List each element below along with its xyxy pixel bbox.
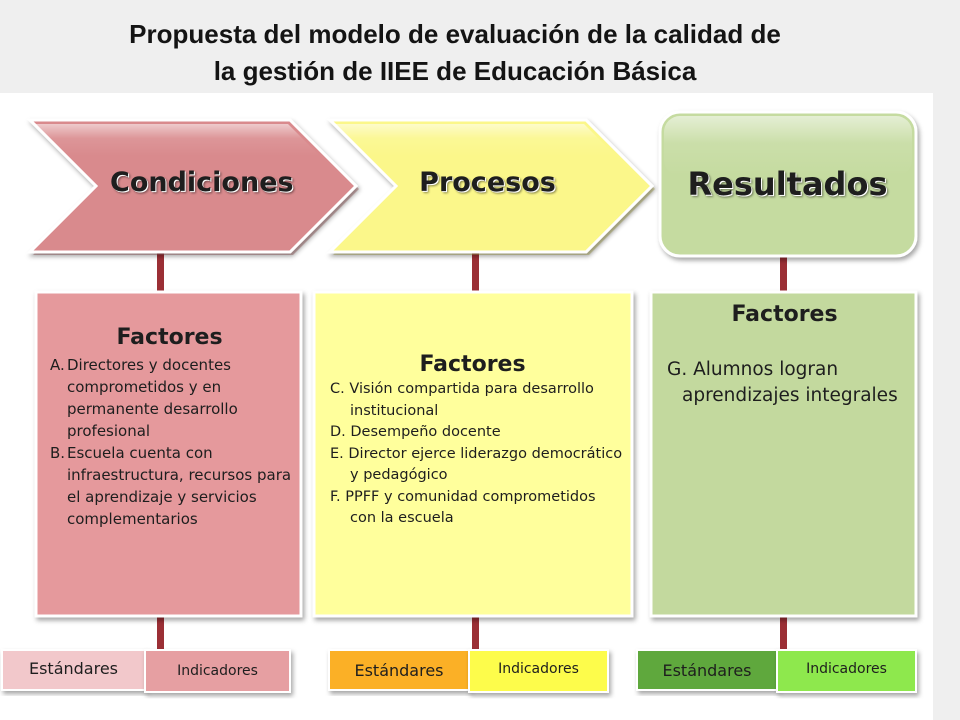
factor-item: G. Alumnos logran aprendizajes integrale… — [667, 359, 898, 406]
standards-tab-procesos — [328, 649, 470, 691]
panel-resultados-content: Factores G. Alumnos logran aprendizajes … — [657, 302, 912, 409]
connector-condiciones-top — [157, 248, 164, 294]
standards-tab-resultados — [636, 649, 778, 691]
right-margin-band — [933, 93, 960, 720]
factor-list: C. Visión compartida para desarrollo ins… — [320, 379, 625, 530]
factor-item: F. PPFF y comunidad comprometidos con la… — [330, 488, 596, 527]
connector-resultados-top — [780, 256, 787, 294]
indicators-label-resultados: Indicadores — [806, 661, 887, 677]
box-resultados — [658, 110, 918, 258]
standards-label-resultados: Estándares — [662, 661, 752, 680]
panel-procesos-content: Factores C. Visión compartida para desar… — [320, 352, 625, 530]
page-title: Propuesta del modelo de evaluación de la… — [0, 16, 910, 90]
tabs-procesos — [328, 649, 609, 693]
panel-title: Factores — [116, 325, 223, 350]
panel-condiciones — [34, 290, 303, 618]
connector-procesos-bottom — [472, 616, 479, 650]
connector-resultados-bottom — [780, 616, 787, 650]
factor-text: Escuela cuenta con infraestructura, recu… — [67, 444, 292, 528]
chevron-procesos — [326, 118, 655, 255]
title-line-2: la gestión de IIEE de Educación Básica — [213, 56, 697, 86]
indicators-tab-procesos — [468, 649, 609, 693]
connector-procesos-top — [472, 248, 479, 294]
indicators-label-condiciones: Indicadores — [177, 663, 258, 679]
factor-marker: A. — [50, 356, 65, 374]
panel-procesos — [312, 290, 634, 618]
header-resultados: Resultados — [687, 165, 888, 203]
factor-item: C. Visión compartida para desarrollo ins… — [330, 381, 594, 419]
factor-item: D. Desempeño docente — [330, 424, 501, 440]
factor-list: A. Directores y docentes comprometidos y… — [42, 354, 297, 530]
panel-resultados — [649, 290, 918, 618]
indicators-tab-resultados — [776, 649, 917, 693]
connector-condiciones-bottom — [157, 616, 164, 650]
standards-label-condiciones: Estándares — [28, 659, 119, 678]
panel-title: Factores — [731, 302, 838, 327]
standards-tab-condiciones — [1, 649, 146, 691]
tabs-condiciones — [1, 649, 291, 693]
connectors — [157, 248, 787, 650]
indicators-tab-condiciones — [144, 649, 291, 693]
chevron-condiciones — [26, 118, 359, 255]
factor-item: A. Directores y docentes comprometidos y… — [42, 354, 297, 442]
indicators-label-procesos: Indicadores — [498, 661, 579, 677]
factor-text: Directores y docentes comprometidos y en… — [67, 356, 238, 440]
factor-list: G. Alumnos logran aprendizajes integrale… — [657, 357, 912, 409]
title-band — [0, 0, 960, 93]
header-procesos: Procesos — [419, 167, 556, 198]
standards-label-procesos: Estándares — [354, 661, 444, 680]
factor-item: E. Director ejerce liderazgo democrático… — [330, 445, 623, 484]
panel-condiciones-content: Factores A. Directores y docentes compro… — [42, 325, 297, 530]
title-line-1: Propuesta del modelo de evaluación de la… — [129, 19, 781, 49]
factor-marker: B. — [50, 444, 66, 462]
panel-title: Factores — [419, 352, 526, 377]
factor-item: B. Escuela cuenta con infraestructura, r… — [42, 442, 297, 530]
header-condiciones: Condiciones — [110, 167, 294, 198]
tabs-resultados — [636, 649, 917, 693]
